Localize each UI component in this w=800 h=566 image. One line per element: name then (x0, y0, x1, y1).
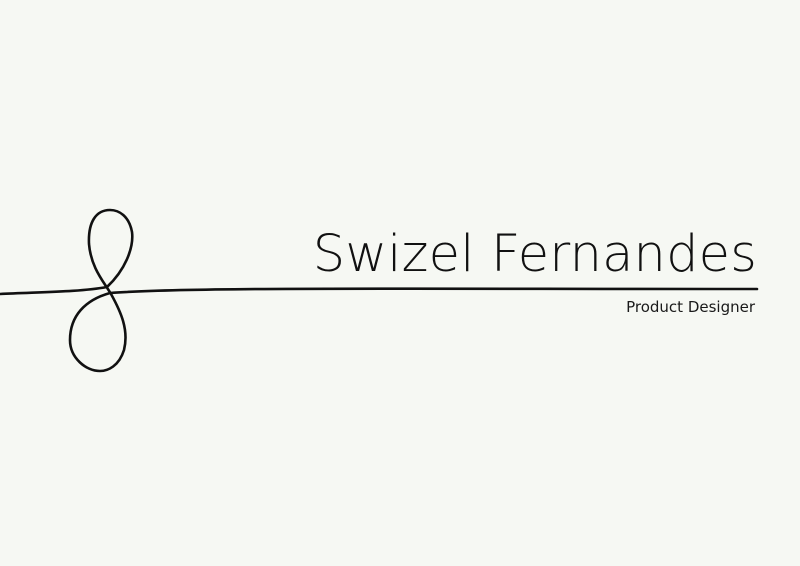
role-subtitle: Product Designer (626, 298, 755, 316)
name-title: Swizel Fernandes (312, 225, 757, 284)
